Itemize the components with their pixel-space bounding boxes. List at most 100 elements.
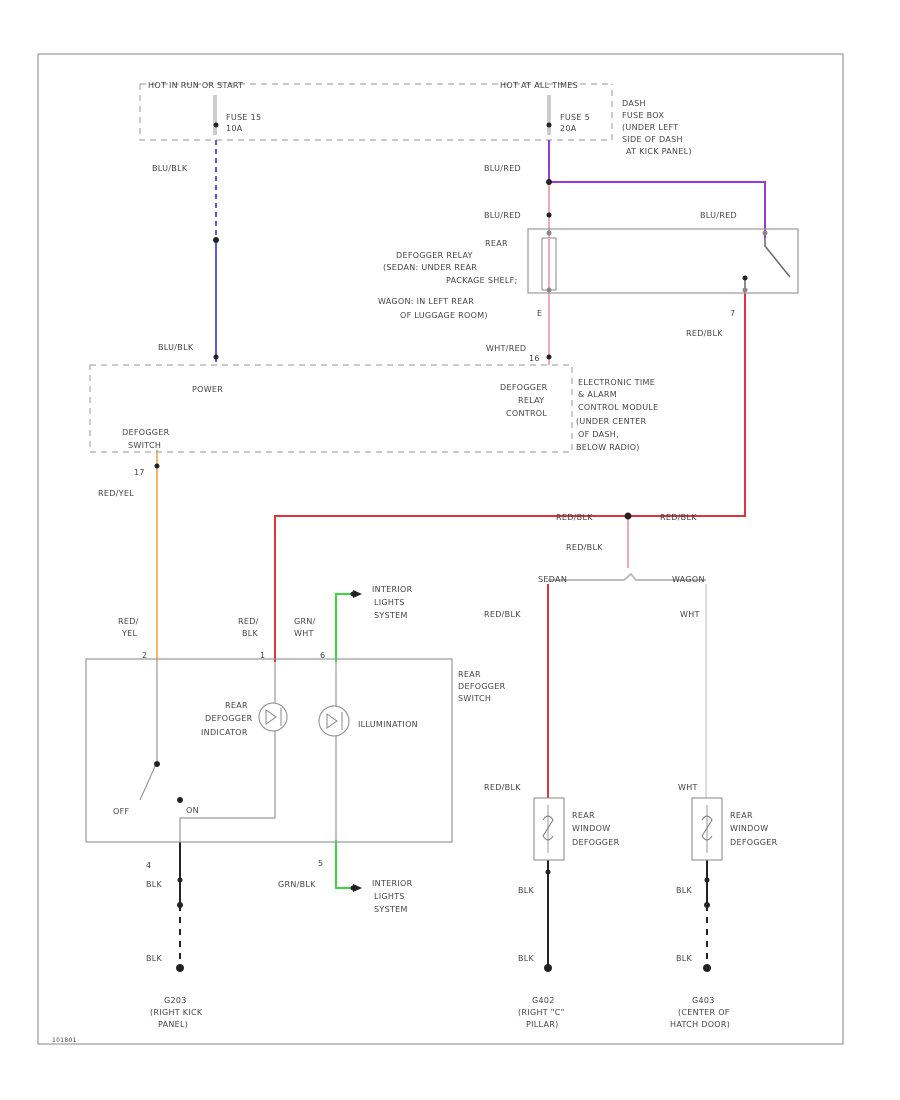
- indicator-label-1: REAR: [225, 701, 248, 710]
- label-red-yel: RED/YEL: [98, 489, 134, 498]
- branch-sedan-label: SEDAN: [538, 575, 567, 584]
- electronic-control-module: POWER DEFOGGER RELAY CONTROL DEFOGGER SW…: [89, 354, 659, 477]
- defogger-wagon-label-2: WINDOW: [730, 824, 768, 833]
- module-label-2: & ALARM: [578, 390, 617, 399]
- label-red-yel-split-2: YEL: [121, 629, 138, 638]
- interior-lights-top-3: SYSTEM: [374, 611, 408, 620]
- defogger-wagon-label-3: DEFOGGER: [730, 838, 778, 847]
- connector-dots: [154, 122, 748, 908]
- label-wht-defogger: WHT: [678, 783, 698, 792]
- switch-pin-6: 6: [320, 651, 325, 660]
- wire-red-blk-switch: [274, 515, 628, 662]
- module-label-3: CONTROL MODULE: [578, 403, 659, 412]
- diagram-frame: [37, 53, 844, 1045]
- switch-pin-2: 2: [142, 651, 147, 660]
- ground-g403: G403 (CENTER OF HATCH DOOR): [670, 964, 730, 1029]
- defogger-sedan-label-1: REAR: [572, 811, 595, 820]
- ground-g402-loc-1: (RIGHT "C": [518, 1008, 565, 1017]
- switch-label-2: DEFOGGER: [458, 682, 506, 691]
- switch-label-1: REAR: [458, 670, 481, 679]
- module-power-label: POWER: [192, 385, 223, 394]
- label-red-blk-split-2: BLK: [242, 629, 259, 638]
- fuse-box: HOT IN RUN OR START HOT AT ALL TIMES FUS…: [139, 81, 692, 156]
- ground-g203-loc-2: PANEL): [158, 1020, 188, 1029]
- relay-pin-7: 7: [730, 309, 735, 318]
- interior-lights-top-2: LIGHTS: [374, 598, 405, 607]
- label-blu-red-relay-right: BLU/RED: [700, 211, 737, 220]
- label-red-blk-down: RED/BLK: [566, 543, 603, 552]
- label-wht-wagon: WHT: [680, 610, 700, 619]
- rear-defogger-relay: REAR DEFOGGER RELAY (SEDAN: UNDER REAR P…: [378, 228, 799, 320]
- fuse-5-label: FUSE 5: [560, 113, 590, 122]
- ground-g402-loc-2: PILLAR): [526, 1020, 559, 1029]
- label-blk-g203-low: BLK: [146, 954, 163, 963]
- relay-label-3: (SEDAN: UNDER REAR: [383, 263, 477, 272]
- ground-g203-loc-1: (RIGHT KICK: [150, 1008, 203, 1017]
- label-red-blk-junction-left: RED/BLK: [556, 513, 593, 522]
- rear-window-defogger-sedan: REAR WINDOW DEFOGGER: [533, 797, 620, 861]
- label-red-blk-junction-right: RED/BLK: [660, 513, 697, 522]
- relay-label-2: DEFOGGER RELAY: [396, 251, 473, 260]
- label-red-blk-defogger: RED/BLK: [484, 783, 521, 792]
- rear-window-defogger-wagon: REAR WINDOW DEFOGGER: [691, 797, 778, 861]
- fuse-box-desc-1: DASH: [622, 99, 646, 108]
- relay-label-4: PACKAGE SHELF;: [446, 276, 518, 285]
- module-label-5: OF DASH,: [578, 430, 619, 439]
- ground-g403-name: G403: [692, 996, 715, 1005]
- fuse-5-rating: 20A: [560, 124, 577, 133]
- label-blk-g402: BLK: [518, 886, 535, 895]
- module-switch-in-1: DEFOGGER: [122, 428, 170, 437]
- module-label-4: (UNDER CENTER: [576, 417, 646, 426]
- switch-on-label: ON: [186, 806, 199, 815]
- interior-lights-bottom-1: INTERIOR: [372, 879, 413, 888]
- fuse-box-desc-3: (UNDER LEFT: [622, 123, 678, 132]
- module-pin-16: 16: [529, 354, 540, 363]
- fuse-15-rating: 10A: [226, 124, 243, 133]
- label-red-yel-split-1: RED/: [118, 617, 139, 626]
- ground-g203: G203 (RIGHT KICK PANEL): [150, 964, 203, 1029]
- switch-pin-5: 5: [318, 859, 323, 868]
- switch-label-3: SWITCH: [458, 694, 491, 703]
- module-label-1: ELECTRONIC TIME: [578, 378, 655, 387]
- fuse-15-label: FUSE 15: [226, 113, 261, 122]
- label-red-blk-split-1: RED/: [238, 617, 259, 626]
- label-blk-g402-low: BLK: [518, 954, 535, 963]
- label-grn-wht-split-1: GRN/: [294, 617, 316, 626]
- interior-lights-top-arrow: [353, 590, 362, 598]
- relay-label-6: OF LUGGAGE ROOM): [400, 311, 488, 320]
- label-blk-g403: BLK: [676, 886, 693, 895]
- label-blk-g203: BLK: [146, 880, 163, 889]
- ground-g402: G402 (RIGHT "C" PILLAR): [518, 964, 565, 1029]
- interior-lights-bottom-3: SYSTEM: [374, 905, 408, 914]
- module-label-6: BELOW RADIO): [576, 443, 640, 452]
- defogger-sedan-label-3: DEFOGGER: [572, 838, 620, 847]
- label-red-blk-sedan: RED/BLK: [484, 610, 521, 619]
- illumination-label: ILLUMINATION: [358, 720, 418, 729]
- ground-g402-name: G402: [532, 996, 555, 1005]
- wire-blu-red-branch: [549, 181, 766, 238]
- module-relay-control-2: RELAY: [518, 396, 545, 405]
- switch-off-label: OFF: [113, 807, 129, 816]
- relay-label-5: WAGON: IN LEFT REAR: [378, 297, 474, 306]
- label-blu-blk-bottom: BLU/BLK: [158, 343, 194, 352]
- fuse-box-desc-5: AT KICK PANEL): [626, 147, 692, 156]
- wire-grn-blk: [335, 840, 353, 889]
- switch-pin-4: 4: [146, 861, 151, 870]
- module-switch-in-2: SWITCH: [128, 441, 161, 450]
- ground-g403-loc-2: HATCH DOOR): [670, 1020, 730, 1029]
- branch-wagon-label: WAGON: [672, 575, 705, 584]
- wire-red-blk-relay: [628, 292, 746, 517]
- indicator-label-2: DEFOGGER: [205, 714, 253, 723]
- label-wht-red: WHT/RED: [486, 344, 526, 353]
- interior-lights-bottom-arrow: [353, 884, 362, 892]
- label-blk-g403-low: BLK: [676, 954, 693, 963]
- ground-g203-name: G203: [164, 996, 187, 1005]
- fuse-box-desc-4: SIDE OF DASH: [622, 135, 683, 144]
- wire-grn-wht: [335, 593, 353, 662]
- hot-run-start-label: HOT IN RUN OR START: [148, 81, 243, 90]
- module-relay-control-1: DEFOGGER: [500, 383, 548, 392]
- defogger-indicator-lamp: [258, 702, 288, 732]
- hot-all-times-label: HOT AT ALL TIMES: [500, 81, 578, 90]
- ground-g403-loc-1: (CENTER OF: [678, 1008, 730, 1017]
